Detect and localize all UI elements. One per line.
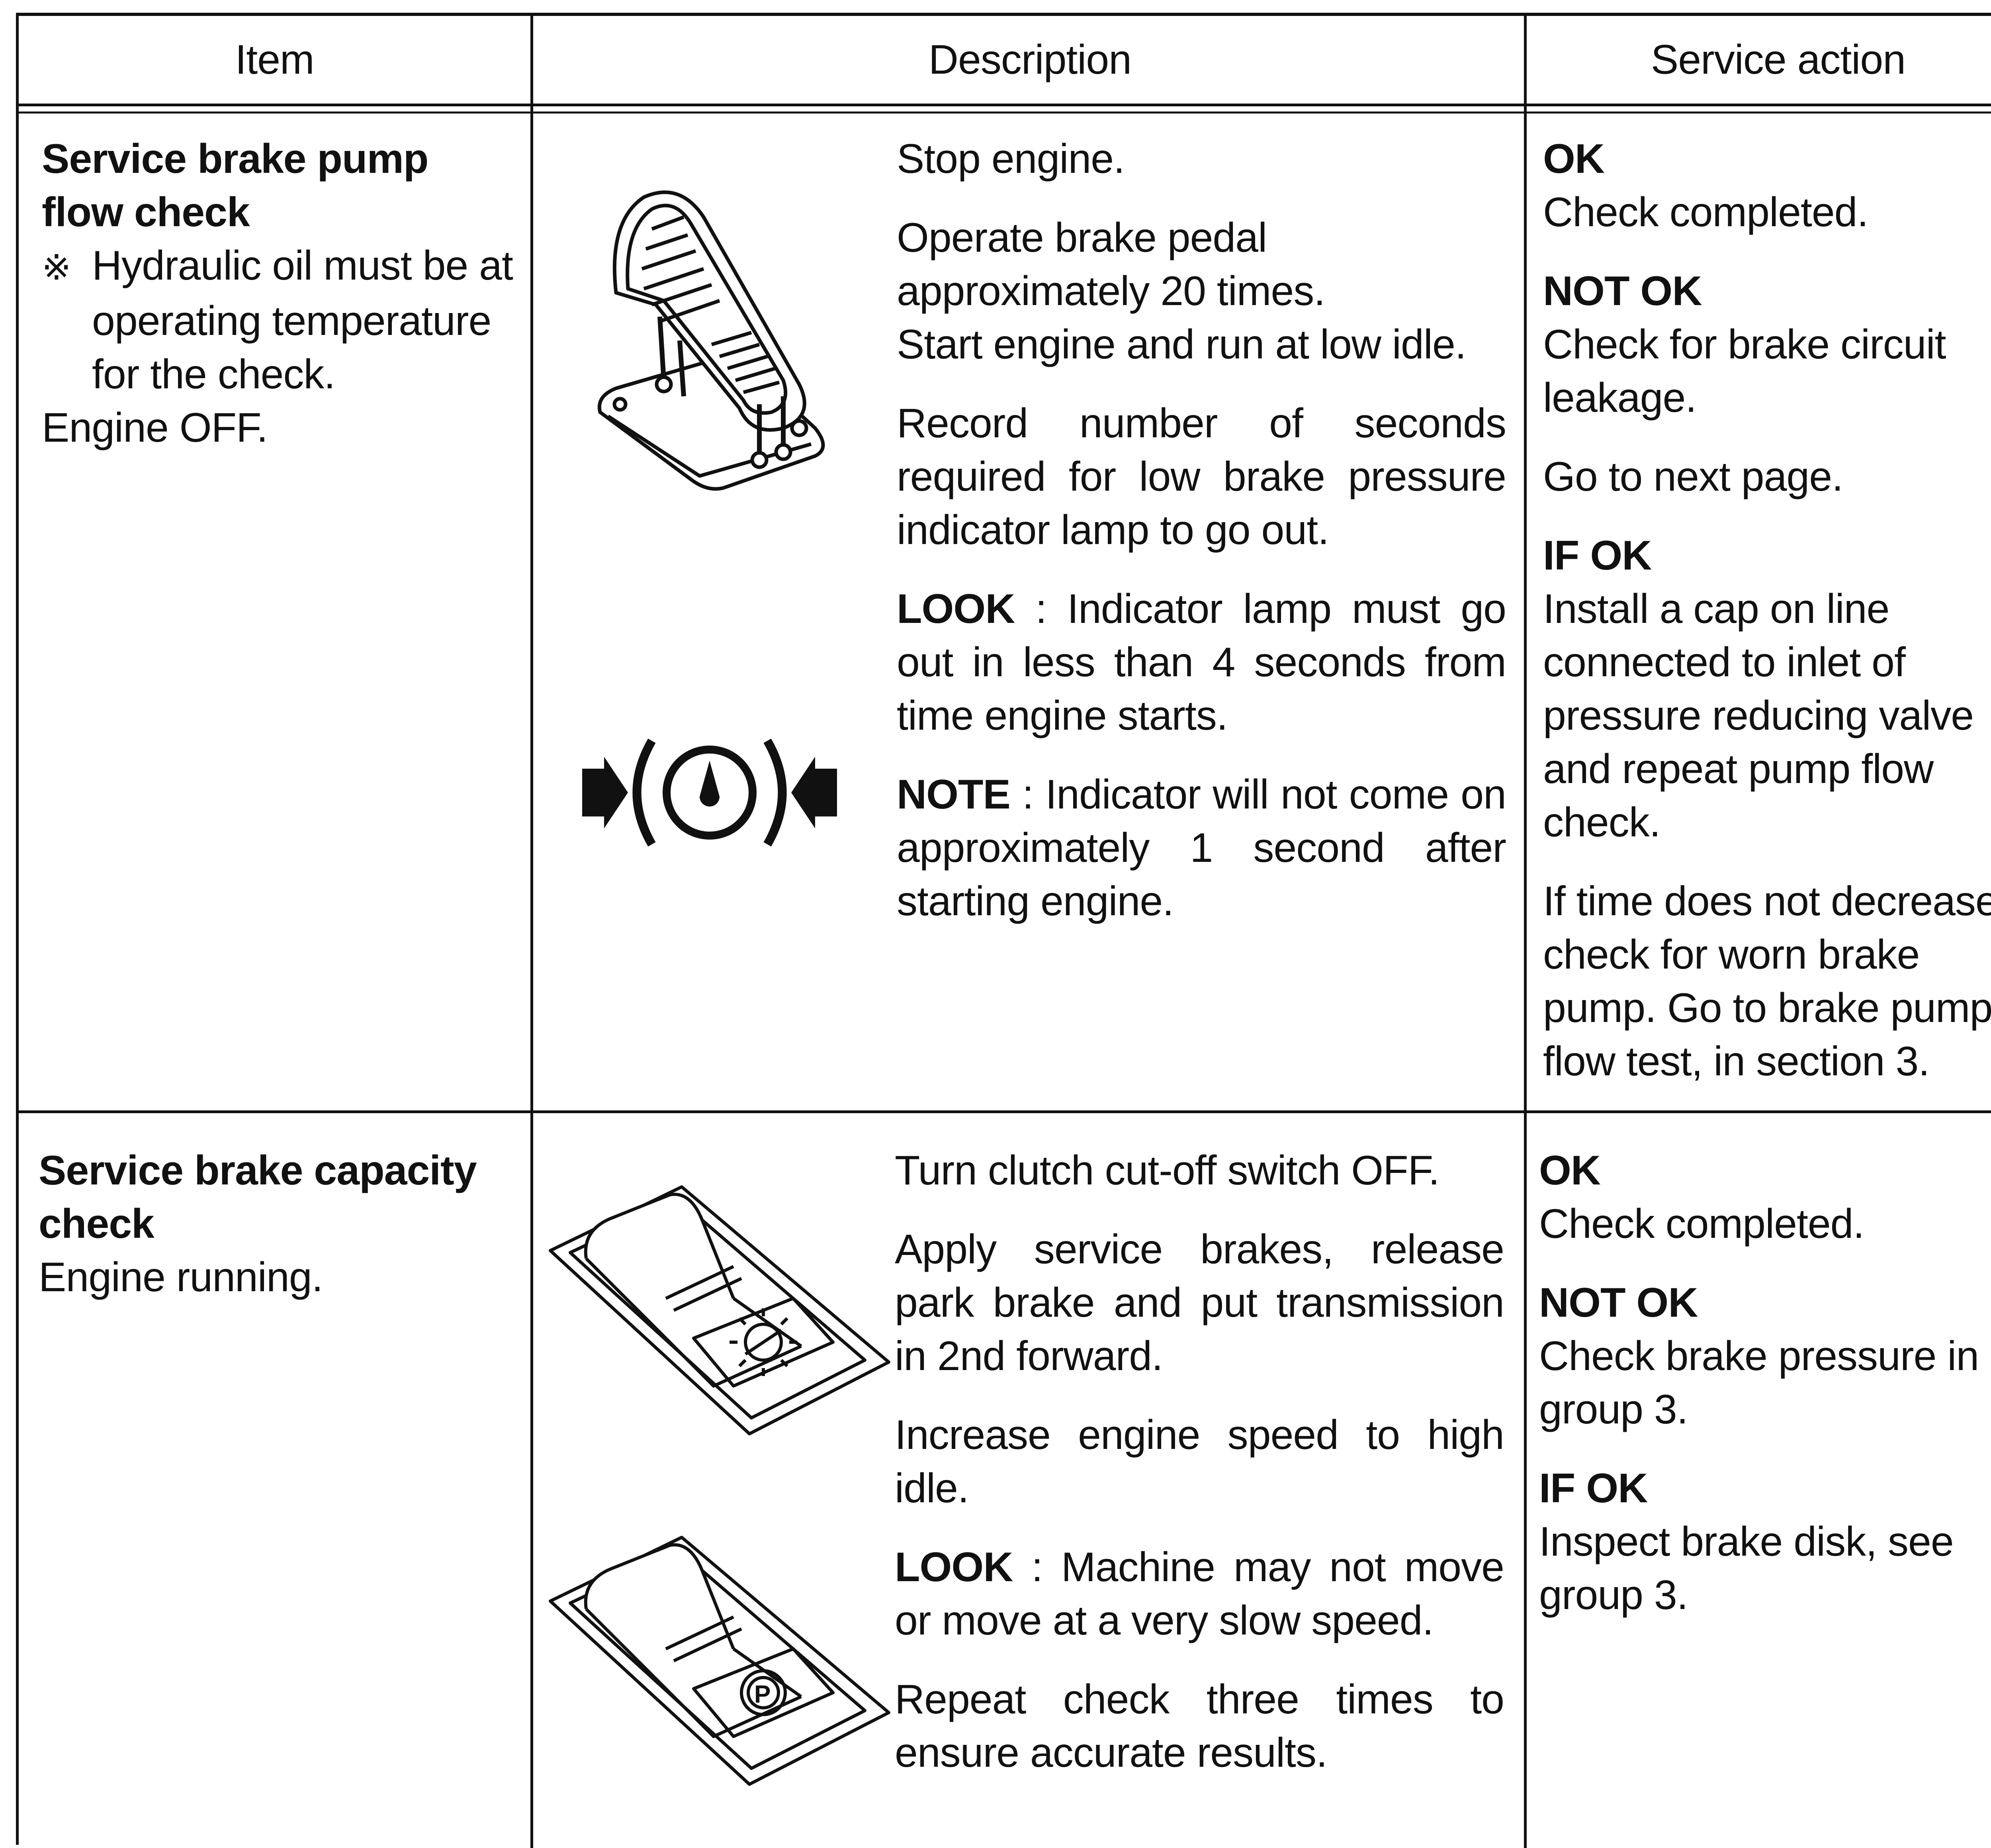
ok-label: OK: [1543, 136, 1605, 182]
brake-pedal-illustration: [597, 190, 825, 491]
note-text: : Indicator will not come on approximate…: [897, 771, 1506, 924]
service-check-table: Item Description Service action Service …: [16, 13, 1991, 1848]
ifok-text: Install a cap on line connected to inlet…: [1543, 586, 1974, 846]
column-divider-2: [1524, 16, 1527, 1848]
notok-label: NOT OK: [1539, 1280, 1698, 1326]
row1-desc-note: NOTE : Indicator will not come on approx…: [897, 768, 1506, 928]
clutch-cutoff-switch-illustration: [549, 1185, 890, 1435]
row1-item-title: Service brake pump flow check: [42, 136, 428, 235]
ok-text: Check completed.: [1543, 189, 1868, 235]
row2-description-cell: Turn clutch cut-off switch OFF. Apply se…: [895, 1144, 1504, 1805]
note-label: NOTE: [897, 771, 1011, 818]
row2-svc-ifok: IF OK Inspect brake disk, see group 3.: [1539, 1462, 1991, 1622]
row1-svc-ok: OK Check completed.: [1543, 132, 1991, 239]
column-divider-1: [530, 16, 533, 1848]
row1-desc-start-engine-text: Start engine and run at low idle.: [897, 321, 1467, 368]
park-brake-switch-illustration: P: [549, 1536, 890, 1786]
row1-service-cell: OK Check completed. NOT OK Check for brake…: [1543, 132, 1991, 1114]
ifok-text: Inspect brake disk, see group 3.: [1539, 1519, 1954, 1618]
row2-item-cell: Service brake capacity check Engine runn…: [39, 1144, 516, 1304]
row1-svc-ifok: IF OK Install a cap on line connected to …: [1543, 529, 1991, 849]
header-rule-bottom: [19, 112, 1991, 114]
row1-desc-look: LOOK : Indicator lamp must go out in les…: [897, 582, 1506, 742]
row2-item-title: Service brake capacity check: [39, 1147, 477, 1247]
look-label: LOOK: [895, 1544, 1013, 1590]
row1-desc-operate-pedal: Operate brake pedal approximately 20 tim…: [897, 211, 1506, 371]
low-brake-pressure-indicator-icon: [582, 738, 837, 847]
row1-svc-extra: If time does not decrease, check for wor…: [1543, 878, 1991, 1085]
look-text: : Indicator lamp must go out in less tha…: [897, 586, 1506, 739]
row2-svc-notok: NOT OK Check brake pressure in group 3.: [1539, 1276, 1991, 1436]
row2-service-cell: OK Check completed. NOT OK Check brake pre…: [1539, 1144, 1991, 1647]
ifok-label: IF OK: [1543, 532, 1652, 579]
row1-item-condition: Engine OFF.: [42, 405, 268, 451]
ok-label: OK: [1539, 1147, 1601, 1194]
header-item: Item: [235, 36, 314, 83]
notok-text: Check brake pressure in group 3.: [1539, 1333, 1979, 1433]
row2-desc-increase-speed: Increase engine speed to high idle.: [895, 1412, 1504, 1511]
row1-desc-operate-pedal-text: Operate brake pedal approximately 20 tim…: [897, 215, 1325, 314]
notok-text: Check for brake circuit leakage.: [1543, 321, 1946, 421]
svg-text:P: P: [754, 1681, 771, 1708]
row2-desc-look: LOOK : Machine may not move or move at a…: [895, 1541, 1504, 1647]
look-label: LOOK: [897, 586, 1015, 632]
row1-note-text: Hydraulic oil must be at operating tempe…: [92, 243, 513, 397]
header-service-action: Service action: [1651, 36, 1906, 83]
row2-desc-clutch-off: Turn clutch cut-off switch OFF.: [895, 1147, 1440, 1194]
row1-desc-record-seconds: Record number of seconds required for lo…: [897, 400, 1506, 553]
row1-description-cell: Stop engine. Operate brake pedal approxi…: [897, 132, 1506, 953]
row1-svc-notok: NOT OK Check for brake circuit leakage.: [1543, 264, 1991, 425]
header-rule-top: [19, 104, 1991, 106]
reference-mark: ※: [42, 248, 71, 287]
row1-item-note: ※ Hydraulic oil must be at operating temp…: [42, 239, 520, 401]
ifok-label: IF OK: [1539, 1465, 1648, 1511]
row2-svc-ok: OK Check completed.: [1539, 1144, 1991, 1251]
ok-text: Check completed.: [1539, 1201, 1864, 1247]
row2-desc-apply-brakes: Apply service brakes, release park brake…: [895, 1226, 1504, 1379]
row1-item-cell: Service brake pump flow check ※ Hydraulic…: [42, 132, 520, 454]
row-divider: [19, 1110, 1991, 1113]
look-text: : Machine may not move or move at a very…: [895, 1544, 1504, 1644]
row1-desc-stop-engine: Stop engine.: [897, 136, 1125, 182]
notok-label: NOT OK: [1543, 268, 1702, 314]
header-description: Description: [928, 36, 1132, 83]
row1-svc-next: Go to next page.: [1543, 454, 1843, 500]
row2-desc-repeat: Repeat check three times to ensure accur…: [895, 1676, 1504, 1776]
row2-item-condition: Engine running.: [39, 1254, 323, 1300]
